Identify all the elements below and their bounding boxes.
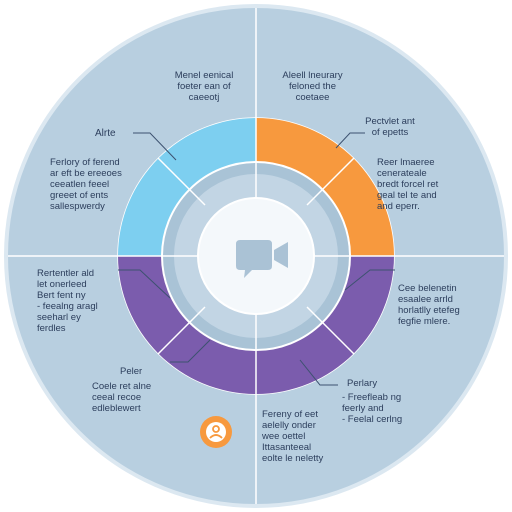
- label-blue-description: Ferlory of ferend ar eft be ereeoes ceea…: [50, 157, 122, 212]
- label-bottom-left-title: Peler: [120, 366, 143, 377]
- label-top-left: Menel eenical foeter ean of caeeotj: [174, 70, 234, 103]
- label-bottom-left-description: Coele ret alne ceeal recoe edleblewert: [92, 381, 152, 414]
- label-bottom-right-description: - Freefleab ng feerly and - Feelal cerln…: [342, 392, 403, 425]
- leader-lines: [118, 132, 395, 386]
- label-bottom-right-title: Perlary: [347, 378, 378, 389]
- label-orange-title: Pectvlet ant of epetts: [365, 116, 415, 138]
- label-top-right: Aleell lneurary feloned the coetaee: [282, 70, 343, 103]
- label-orange-description: Reer lmaeree cenerateale bredt forcel re…: [377, 157, 439, 212]
- label-bottom-center: Fereny of eet aelelly onder wee oettel I…: [262, 409, 324, 464]
- label-purple-right: Cee belenetin esaalee arrld horlatlly et…: [398, 283, 460, 327]
- label-purple-left: Rertentler ald let onerleed Bert fent ny…: [37, 268, 98, 334]
- person-badge-icon: [209, 425, 223, 439]
- label-blue-title: Alrte: [95, 128, 116, 139]
- video-camera-chat-icon: [236, 240, 288, 278]
